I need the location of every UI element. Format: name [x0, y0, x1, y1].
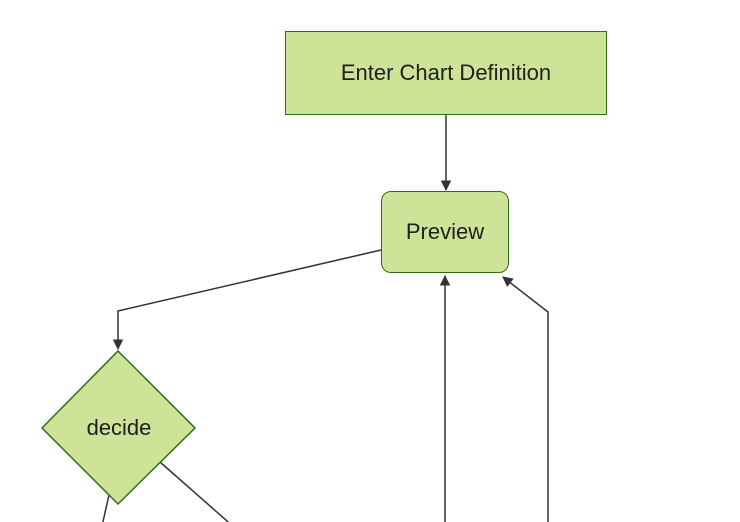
edge-decide-to-offscreen-left	[102, 494, 110, 522]
edge-offscreen-to-preview-corner	[502, 276, 549, 522]
edge-decide-to-offscreen-right	[159, 461, 230, 522]
node-preview-label: Preview	[405, 219, 485, 244]
node-decide-label: decide	[86, 415, 152, 440]
node-enter-chart-definition: Enter Chart Definition	[285, 31, 607, 115]
node-decide-shape	[40, 349, 197, 506]
node-decide: decide	[43, 412, 195, 444]
node-enter-chart-definition-label: Enter Chart Definition	[340, 60, 552, 85]
edge-preview-to-decide	[112, 249, 382, 351]
node-preview: Preview	[381, 191, 509, 273]
